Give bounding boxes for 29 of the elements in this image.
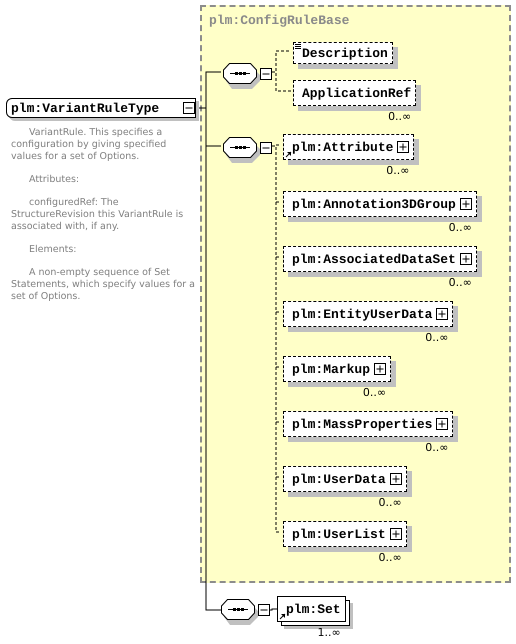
element-name: Description <box>302 46 388 60</box>
annotation-text: VariantRule. This specifies a configuration by giving specified values for a set of Options. <box>11 127 168 163</box>
element-name: plm:UserList <box>292 526 386 542</box>
occurrence-label: 0..∞ <box>448 221 472 234</box>
occurrence-label: 0..∞ <box>378 496 402 509</box>
element-name: plm:UserData <box>292 472 386 486</box>
occurrence-label: 0..∞ <box>448 276 472 289</box>
group-title: plm:ConfigRuleBase <box>209 13 350 28</box>
occurrence-label: 0..∞ <box>425 331 448 344</box>
occurrence-label: 0..∞ <box>362 386 386 399</box>
element-name: plm:Attribute <box>292 140 394 154</box>
occurrence-label: 0..∞ <box>386 164 410 177</box>
occurrence-label: 0..∞ <box>378 551 402 564</box>
annotation-text: Elements: <box>28 244 78 256</box>
occurrence-label: 1..∞ <box>317 626 341 639</box>
element-name: plm:Annotation3DGroup <box>292 196 456 212</box>
element-name: plm:Set <box>286 602 341 616</box>
element-name: plm:Markup <box>292 362 370 376</box>
element-name: plm:VariantRuleType <box>11 100 160 116</box>
element-name: plm:AssociatedDataSet <box>292 252 456 266</box>
annotation-text: Attributes: <box>28 174 80 186</box>
annotation-text: configuredRef: The StructureRevision this VariantRule is associated with, if any. <box>11 197 184 233</box>
group-box <box>200 5 511 583</box>
occurrence-label: 0..∞ <box>425 441 448 454</box>
occurrence-label: 0..∞ <box>388 110 412 123</box>
element-name: plm:MassProperties <box>292 416 432 432</box>
element-name: plm:EntityUserData <box>292 306 432 322</box>
annotation-text: A non-empty sequence of Set Statements, which specify values for a set of Options. <box>11 267 196 303</box>
element-name: ApplicationRef <box>302 86 412 100</box>
